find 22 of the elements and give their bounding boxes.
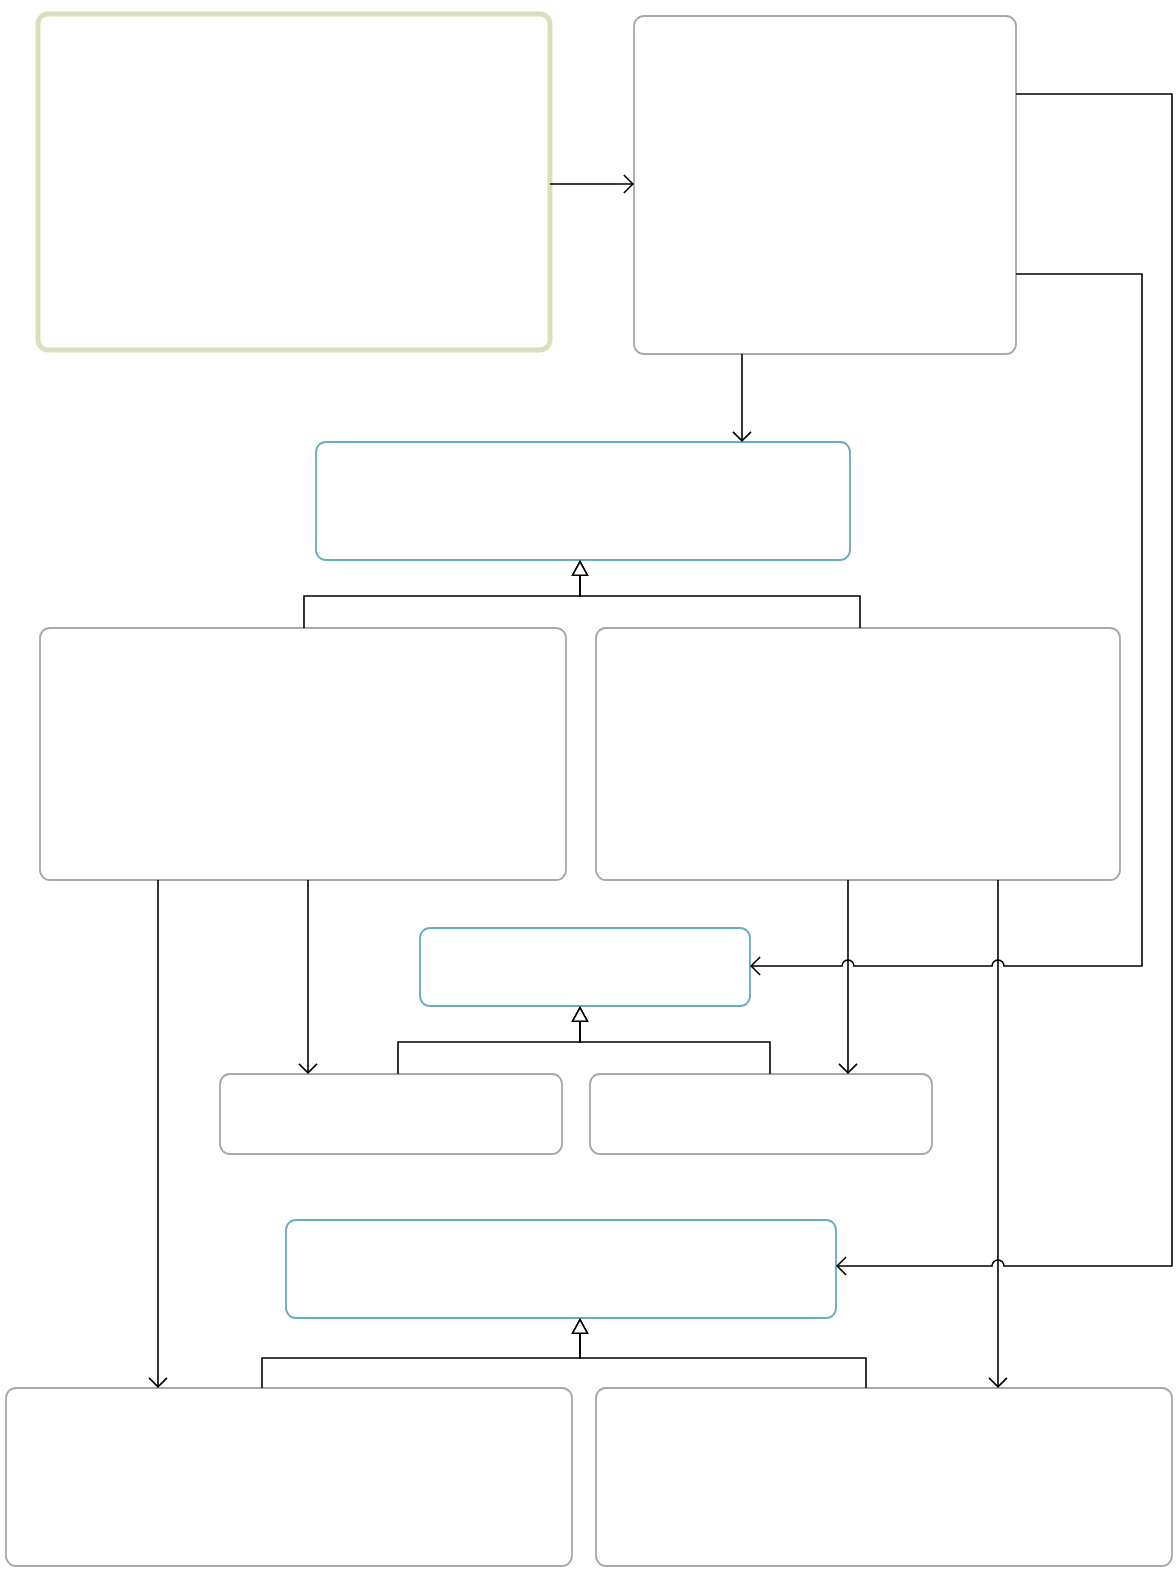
arrow — [549, 174, 634, 194]
arrow — [298, 879, 318, 1074]
arrow — [988, 879, 1008, 1388]
rounded-box — [595, 1387, 1173, 1567]
arrow — [732, 353, 752, 442]
arrow — [148, 879, 168, 1388]
rounded-box — [315, 441, 851, 561]
rounded-box — [589, 1073, 933, 1155]
rounded-box — [219, 1073, 563, 1155]
rounded-box — [35, 11, 553, 353]
rounded-box — [5, 1387, 573, 1567]
rounded-box — [633, 15, 1017, 355]
triangle-arrow — [571, 1006, 771, 1075]
rounded-box — [39, 627, 567, 881]
triangle-arrow — [571, 1318, 867, 1389]
rounded-box — [595, 627, 1121, 881]
arrow — [750, 273, 1143, 976]
triangle-arrow — [571, 560, 861, 629]
rounded-box — [285, 1219, 837, 1319]
arrow — [836, 93, 1173, 1276]
arrow — [838, 879, 858, 1074]
rounded-box — [419, 927, 751, 1007]
